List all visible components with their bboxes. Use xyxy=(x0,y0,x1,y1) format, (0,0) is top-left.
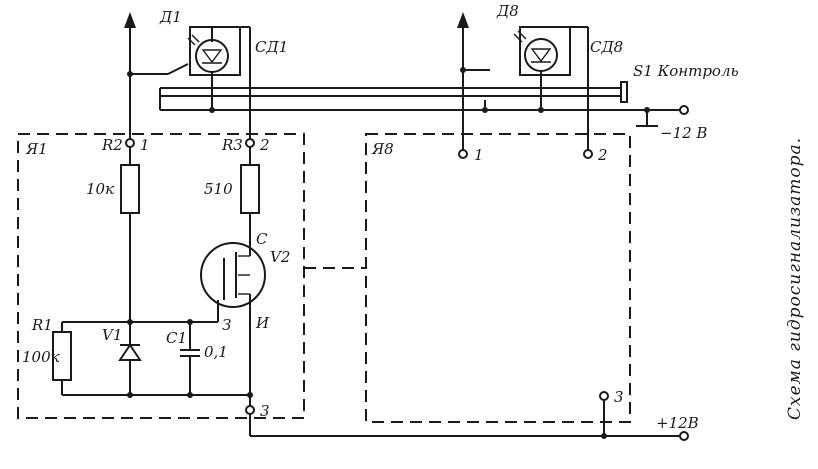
positive-terminal[interactable] xyxy=(679,431,689,441)
up-arrow-icon xyxy=(457,12,469,28)
c1-ref: C1 xyxy=(166,329,187,347)
b8-terminal-3-label: 3 xyxy=(614,388,624,406)
light-arrow-icon xyxy=(513,33,523,43)
led-box-d8 xyxy=(519,26,571,76)
led-diode-symbol xyxy=(201,49,223,64)
terminal-2-label: 2 xyxy=(259,136,270,154)
led-circle-d8 xyxy=(524,38,558,72)
positive-supply: +12В xyxy=(250,414,699,441)
junction-dot xyxy=(209,107,215,113)
switch-s1-label: S1 Контроль xyxy=(633,62,739,80)
pin-z-label: З xyxy=(222,316,231,334)
junction-dot xyxy=(187,392,193,398)
light-arrow-icon xyxy=(517,30,527,40)
up-arrow-icon xyxy=(124,12,136,28)
led-box-d1 xyxy=(189,26,241,76)
b8-terminal-1[interactable] xyxy=(458,149,468,159)
r2-ref: R2 xyxy=(101,136,123,154)
block-ya1: Я1 R2 1 10к R3 2 510 С V2 И З xyxy=(17,27,305,436)
r1-ref: R1 xyxy=(31,316,53,334)
terminal-1-label: 1 xyxy=(140,136,150,154)
block-ya8: Я8 1 2 3 xyxy=(365,133,631,436)
r1-value: 100к xyxy=(22,348,60,366)
junction-dot xyxy=(538,107,544,113)
r2-value: 10к xyxy=(86,180,114,198)
diode-v1-triangle xyxy=(118,343,142,361)
b8-terminal-2-label: 2 xyxy=(597,146,608,164)
figure-caption: Схема гидросигнализатора. xyxy=(785,137,805,420)
transistor-v2-body xyxy=(200,242,266,308)
sd8-label: СД8 xyxy=(590,38,623,56)
terminal-1[interactable] xyxy=(125,138,135,148)
b8-terminal-2[interactable] xyxy=(583,149,593,159)
indicator-d1-group: Д1 СД1 xyxy=(124,8,288,140)
pin-i-label: И xyxy=(255,314,270,332)
r3-value: 510 xyxy=(204,180,233,198)
block-ya1-border xyxy=(17,133,305,419)
block-ya1-label: Я1 xyxy=(25,140,48,158)
c1-value: 0,1 xyxy=(204,343,228,361)
switch-s1-knob[interactable] xyxy=(620,81,628,103)
b8-terminal-1-label: 1 xyxy=(474,146,484,164)
v2-ref: V2 xyxy=(270,248,290,266)
terminal-3-label: 3 xyxy=(260,402,270,420)
light-arrow-icon xyxy=(191,34,200,43)
junction-dot xyxy=(247,392,253,398)
resistor-r3 xyxy=(240,164,260,214)
r3-ref: R3 xyxy=(221,136,243,154)
led-diode-symbol xyxy=(530,48,552,63)
terminal-3[interactable] xyxy=(245,405,255,415)
v1-ref: V1 xyxy=(102,326,122,344)
sd1-label: СД1 xyxy=(255,38,288,56)
terminal-2[interactable] xyxy=(245,138,255,148)
junction-dot xyxy=(601,433,607,439)
d8-label: Д8 xyxy=(496,2,519,20)
switch-lever xyxy=(167,63,189,75)
negative-supply-label: −12 В xyxy=(660,124,707,142)
led-circle-d1 xyxy=(195,39,229,73)
resistor-r2 xyxy=(120,164,140,214)
block-ya8-label: Я8 xyxy=(371,140,394,158)
indicator-d8-group: Д8 СД8 xyxy=(457,2,623,150)
pin-c-label: С xyxy=(256,230,268,248)
block-ya8-border xyxy=(365,133,631,423)
d1-label: Д1 xyxy=(159,8,182,26)
positive-supply-label: +12В xyxy=(656,414,699,432)
negative-terminal[interactable] xyxy=(679,105,689,115)
junction-dot xyxy=(127,392,133,398)
control-bus: S1 Контроль −12 В xyxy=(159,62,739,142)
light-arrow-icon xyxy=(187,37,196,46)
b8-terminal-3[interactable] xyxy=(599,391,609,401)
